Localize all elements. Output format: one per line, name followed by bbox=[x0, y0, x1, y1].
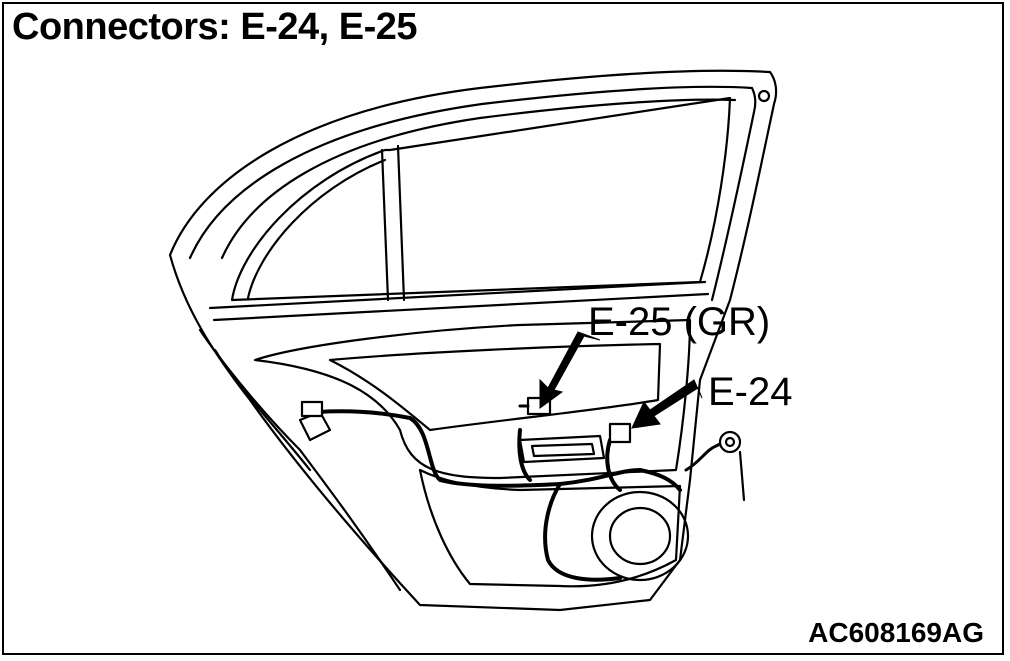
inner-panel-recess bbox=[328, 342, 662, 432]
grommet bbox=[718, 430, 742, 454]
grommet-inner bbox=[724, 436, 736, 448]
connector-label-e24: E-24 bbox=[708, 370, 793, 414]
window-glass-inner bbox=[246, 158, 387, 300]
door-inner-frame bbox=[188, 85, 757, 302]
wiring-harness bbox=[316, 409, 682, 492]
corner-bolt bbox=[757, 89, 771, 103]
window-glass bbox=[230, 96, 732, 302]
connector-label-e25: E-25 (GR) bbox=[588, 300, 771, 344]
grommet-drop bbox=[738, 450, 746, 502]
inner-panel-outline bbox=[253, 318, 692, 480]
arrow-e24 bbox=[631, 379, 703, 429]
arrow-e25 bbox=[539, 331, 601, 409]
diagram-title: Connectors: E-24, E-25 bbox=[12, 6, 418, 48]
wiring-branch-3 bbox=[605, 438, 622, 492]
door-handle-inner bbox=[530, 442, 596, 458]
belt-line bbox=[208, 280, 707, 310]
wiring-branch-2 bbox=[543, 482, 622, 582]
speaker-grille bbox=[590, 490, 690, 582]
door-handle bbox=[518, 434, 606, 464]
lower-trim bbox=[418, 468, 682, 588]
division-bar-edge bbox=[396, 144, 406, 302]
latch-connector bbox=[300, 400, 324, 418]
speaker-inner bbox=[608, 506, 672, 566]
door-outer-frame bbox=[168, 69, 778, 612]
hinge-edge-2 bbox=[213, 348, 312, 472]
division-bar bbox=[380, 148, 390, 302]
e24-connector bbox=[608, 422, 632, 444]
wiring-branch-1 bbox=[517, 428, 532, 482]
figure-id: AC608169AG bbox=[808, 617, 984, 648]
belt-line-lower bbox=[212, 292, 710, 322]
window-frame-top bbox=[220, 98, 737, 260]
